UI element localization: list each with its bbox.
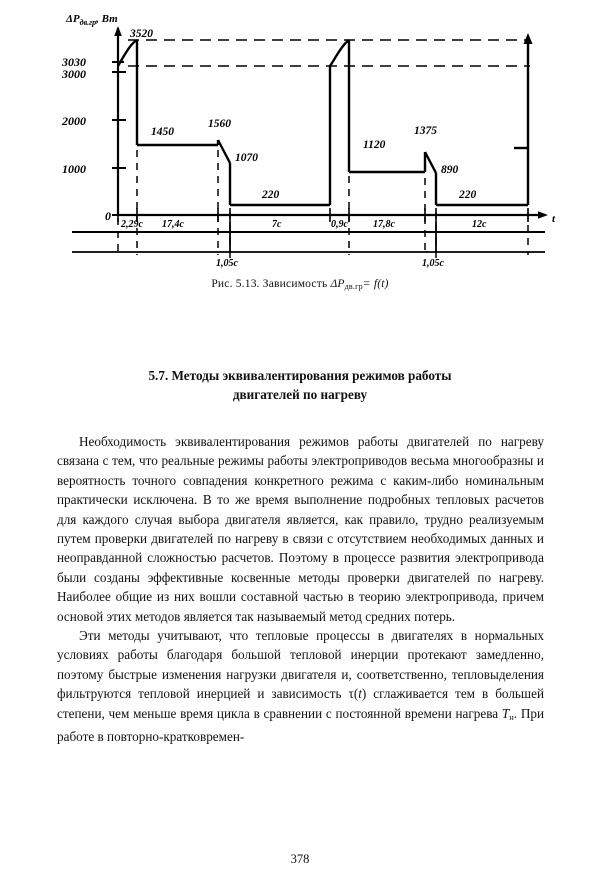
value-label-220-b: 220	[458, 189, 477, 201]
figure-caption-sub: дв.гр	[344, 282, 363, 291]
x-axis-arrow	[538, 211, 548, 219]
figure-caption-prefix: Рис. 5.13. Зависимость	[211, 278, 328, 290]
figure-caption: Рис. 5.13. Зависимость ΔPдв.гр= f(t)	[0, 278, 600, 291]
rise-curve-2	[329, 39, 350, 67]
section-heading-line2: двигателей по нагреву	[232, 387, 368, 402]
time-label-7: 7с	[272, 219, 282, 230]
figure-caption-suffix: = f(t)	[362, 278, 389, 290]
figure-caption-symbol: ΔP	[330, 278, 345, 290]
page-number: 378	[290, 852, 310, 866]
body-text: Необходимость эквивалентирования режимов…	[57, 432, 544, 747]
y-axis-title: ΔPдв.гр, Вт	[65, 13, 118, 27]
y-axis-arrow	[114, 26, 122, 36]
y-tick-label-3000: 3000	[61, 67, 86, 81]
y-tick-label-1000: 1000	[62, 162, 86, 176]
value-label-1560: 1560	[208, 118, 231, 130]
slope-1375-890	[423, 151, 438, 174]
paragraph-2-part2: ) сглаживается тем в большей степени, че…	[57, 686, 545, 721]
final-arrow	[523, 33, 533, 44]
value-label-1375: 1375	[414, 125, 437, 137]
rise-curve-1	[116, 38, 138, 67]
time-label-12: 12с	[472, 219, 487, 230]
time-label-09: 0,9с	[331, 219, 349, 230]
time-label-229: 2,29с	[120, 219, 144, 230]
lower-time-label-105b: 1,05с	[422, 258, 445, 269]
x-axis-title: t	[552, 213, 556, 225]
y-tick-label-3030: 3030	[61, 55, 86, 69]
value-label-220-a: 220	[261, 189, 280, 201]
section-heading: 5.7. Методы эквивалентирования режимов р…	[60, 366, 540, 404]
paragraph-1: Необходимость эквивалентирования режимов…	[57, 434, 544, 624]
time-label-178: 17,8с	[373, 219, 396, 230]
figure-5-13: ΔPдв.гр, Вт 3030 3000 2000 1000 0 t	[0, 0, 600, 310]
paragraph-2-part3: . При работе в повторно-кратковремен-	[57, 705, 544, 745]
lower-time-label-105a: 1,05с	[216, 258, 239, 269]
section-heading-line1: 5.7. Методы эквивалентирования режимов р…	[148, 368, 452, 383]
value-label-1070: 1070	[235, 152, 258, 164]
value-label-1450: 1450	[151, 126, 174, 138]
time-label-174: 17,4с	[162, 219, 185, 230]
paragraph-2: Эти методы учитывают, что тепловые проце…	[57, 626, 544, 746]
paragraph-2-italic-T: T	[501, 705, 510, 721]
paragraph-2-part1: Эти методы учитывают, что тепловые проце…	[57, 628, 544, 702]
paragraph-2-subscript: н	[509, 711, 514, 722]
y-tick-label-2000: 2000	[61, 114, 86, 128]
paragraph-2-italic-t: t	[358, 686, 362, 702]
chart-svg: ΔPдв.гр, Вт 3030 3000 2000 1000 0 t	[61, 13, 556, 269]
value-label-1120: 1120	[363, 139, 386, 151]
slope-1560-1070	[216, 139, 232, 164]
y-tick-label-0: 0	[105, 209, 111, 223]
value-label-890: 890	[441, 164, 459, 176]
value-label-3520: 3520	[129, 28, 153, 40]
